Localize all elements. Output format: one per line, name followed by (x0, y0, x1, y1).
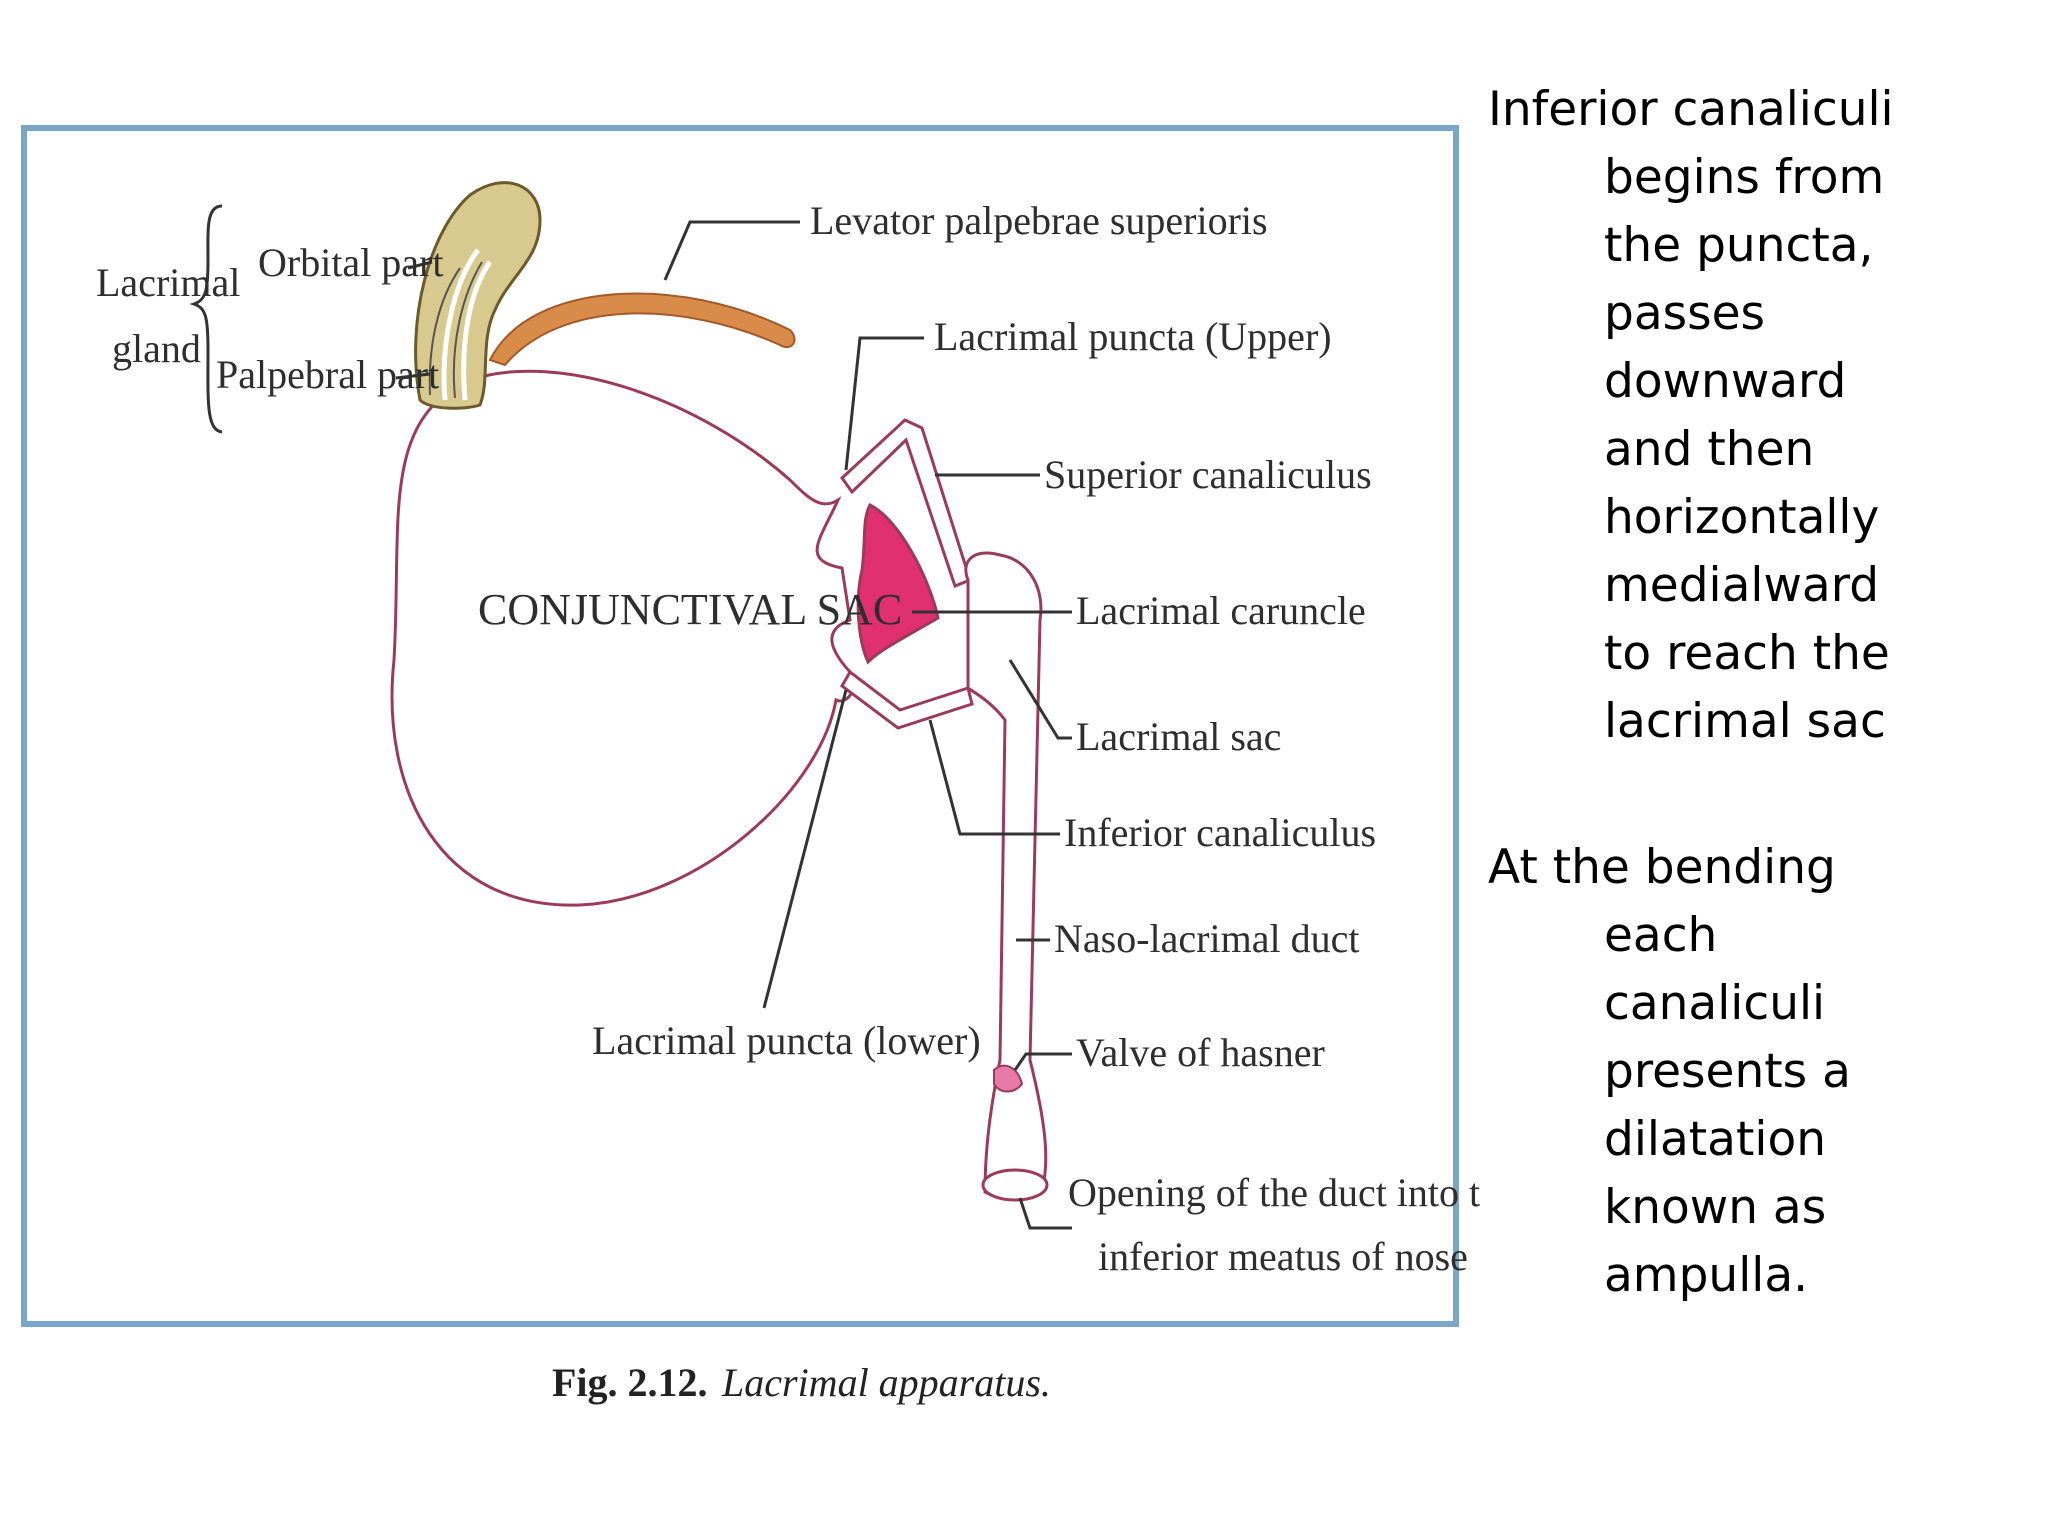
caption-text: Lacrimal apparatus. (721, 1360, 1051, 1405)
paragraph-line: known as (1604, 1180, 1827, 1235)
paragraph-line: ampulla. (1604, 1248, 1809, 1303)
nasolacrimal-duct-label: Naso-lacrimal duct (1054, 916, 1359, 961)
figure-caption: Fig. 2.12. Lacrimal apparatus. (552, 1360, 1051, 1405)
paragraph-line: dilatation (1604, 1112, 1827, 1167)
duct-opening-shape (981, 1168, 1049, 1202)
inferior-canaliculus-shape (840, 669, 974, 730)
paragraph-line: horizontally (1604, 490, 1880, 545)
lacrimal-gland-label-line1: Lacrimal (96, 260, 240, 305)
paragraph-ampulla: At the bending each canaliculi presents … (1488, 834, 2028, 1310)
text-panel: Inferior canaliculi begins from the punc… (1488, 76, 2028, 1388)
paragraph-line: passes (1604, 286, 1766, 341)
paragraph-line: the puncta, (1604, 218, 1874, 273)
paragraph-line: Inferior canaliculi (1488, 82, 1894, 137)
inferior-canaliculus-label: Inferior canaliculus (1064, 810, 1376, 855)
leader-levator (663, 220, 800, 281)
lacrimal-gland-brace (189, 204, 223, 434)
lacrimal-gland-shape (414, 181, 542, 410)
caruncle-label: Lacrimal caruncle (1076, 588, 1366, 633)
leader-lacrimal-sac (1008, 659, 1072, 740)
paragraph-line: canaliculi (1604, 976, 1826, 1031)
paragraph-line: begins from (1604, 150, 1885, 205)
lacrimal-gland-label-line2: gland (112, 326, 201, 371)
leader-puncta-lower (762, 689, 848, 1009)
leader-palpebral-part (395, 372, 431, 380)
paragraph-inferior-canaliculi: Inferior canaliculi begins from the punc… (1488, 76, 2028, 756)
puncta-lower-label: Lacrimal puncta (lower) (592, 1018, 981, 1063)
paragraph-line: lacrimal sac (1604, 694, 1886, 749)
opening-label-line1: Opening of the duct into the (1068, 1170, 1480, 1215)
puncta-upper-label: Lacrimal puncta (Upper) (934, 314, 1332, 359)
lacrimal-sac-label: Lacrimal sac (1076, 714, 1281, 759)
opening-label-line2: inferior meatus of nose (1098, 1234, 1468, 1279)
orbital-part-label: Orbital part (258, 240, 444, 285)
leader-inferior-canaliculus (928, 719, 1060, 836)
paragraph-line: and then (1604, 422, 1815, 477)
levator-muscle-shape (488, 292, 796, 367)
lacrimal-apparatus-figure: Lacrimal gland Orbital part Palpebral pa… (21, 125, 1480, 1405)
levator-label: Levator palpebrae superioris (810, 198, 1268, 243)
superior-canaliculus-shape (840, 418, 972, 588)
leader-orbital-part (407, 260, 433, 270)
caption-number: Fig. 2.12. (552, 1360, 708, 1405)
leader-puncta-upper (844, 336, 924, 471)
valve-label: Valve of hasner (1076, 1030, 1325, 1075)
palpebral-part-label: Palpebral part (216, 352, 439, 397)
leader-opening (1018, 1197, 1072, 1230)
leader-valve (1013, 1052, 1072, 1071)
lacrimal-caruncle-shape (856, 503, 940, 665)
paragraph-line: At the bending (1488, 840, 1836, 895)
valve-of-hasner-shape (993, 1064, 1024, 1093)
superior-canaliculus-label: Superior canaliculus (1044, 452, 1372, 497)
conjunctival-sac-shape (390, 369, 855, 907)
paragraph-line: presents a (1604, 1044, 1851, 1099)
paragraph-line: to reach the (1604, 626, 1890, 681)
paragraph-line: each (1604, 908, 1718, 963)
paragraph-line: medialward (1604, 558, 1880, 613)
paragraph-line: downward (1604, 354, 1847, 409)
conjunctival-sac-label: CONJUNCTIVAL SAC (478, 585, 902, 634)
